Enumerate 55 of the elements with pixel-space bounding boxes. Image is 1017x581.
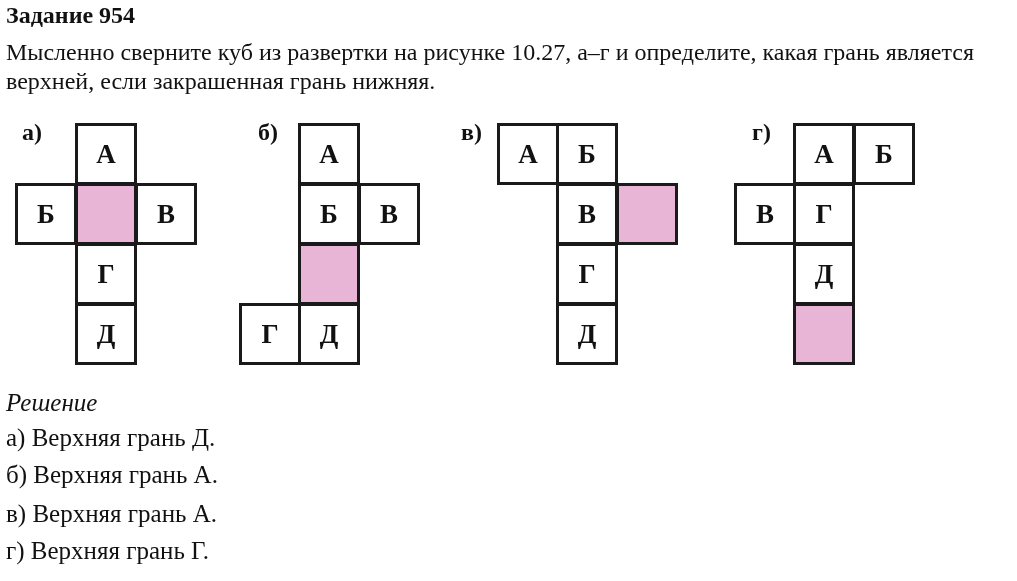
net-face — [15, 183, 77, 245]
face-letter: А — [814, 138, 834, 170]
face-letter: Б — [875, 138, 893, 170]
figure-label: б) — [258, 118, 278, 147]
task-text: Мысленно сверните куб из развертки на рисунке 10.27, а–г и определите, какая грань является верхней, если закрашенная грань нижняя. — [6, 38, 975, 96]
net-face — [793, 243, 855, 305]
net-face — [497, 123, 559, 185]
net-face — [298, 123, 360, 185]
net-face — [556, 303, 618, 365]
net-face — [75, 303, 137, 365]
face-letter: Б — [578, 138, 596, 170]
face-letter: Б — [37, 198, 55, 230]
net-face — [853, 123, 915, 185]
shaded-face — [616, 183, 678, 245]
face-letter: А — [319, 138, 339, 170]
net-face — [75, 123, 137, 185]
answer-text: б) Верхняя грань А. — [6, 460, 218, 490]
task-title: Задание 954 — [6, 2, 136, 29]
face-letter: Г — [97, 258, 115, 290]
face-letter: В — [380, 198, 398, 230]
figure-label: а) — [22, 118, 42, 147]
net-face — [298, 303, 360, 365]
net-face — [358, 183, 420, 245]
net-face — [556, 123, 618, 185]
answer-text: г) Верхняя грань Г. — [6, 536, 209, 566]
face-letter: В — [157, 198, 175, 230]
face-letter: В — [578, 198, 596, 230]
net-face — [135, 183, 197, 245]
shaded-face — [298, 243, 360, 305]
net-face — [556, 183, 618, 245]
net-face — [75, 243, 137, 305]
face-letter: В — [756, 198, 774, 230]
net-face — [298, 183, 360, 245]
face-letter: Д — [96, 318, 116, 350]
face-letter: Д — [319, 318, 339, 350]
figure-label: г) — [752, 118, 771, 147]
net-face — [793, 123, 855, 185]
net-face — [556, 243, 618, 305]
solution-heading: Решение — [6, 388, 98, 418]
face-letter: Б — [320, 198, 338, 230]
net-face — [734, 183, 796, 245]
net-face — [239, 303, 301, 365]
answer-text: в) Верхняя грань А. — [6, 499, 217, 529]
face-letter: Г — [261, 318, 279, 350]
face-letter: Г — [578, 258, 596, 290]
figure-label: в) — [461, 118, 482, 147]
face-letter: А — [518, 138, 538, 170]
face-letter: Д — [814, 258, 834, 290]
answer-text: а) Верхняя грань Д. — [6, 423, 216, 453]
net-face — [793, 183, 855, 245]
face-letter: Д — [577, 318, 597, 350]
face-letter: А — [96, 138, 116, 170]
face-letter: Г — [815, 198, 833, 230]
shaded-face — [75, 183, 137, 245]
shaded-face — [793, 303, 855, 365]
